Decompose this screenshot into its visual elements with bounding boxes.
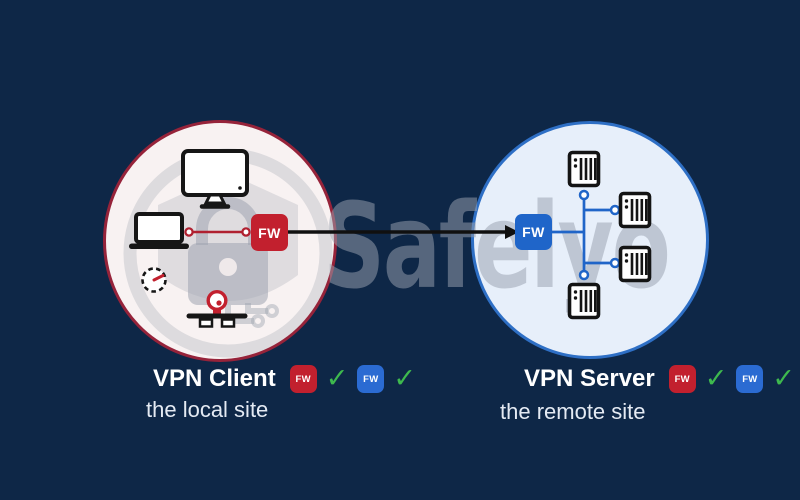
client-caption: VPN Client FW ✓ FW ✓ <box>153 364 416 394</box>
vpn-tunnel-arrow <box>288 225 519 239</box>
server-fw-badge-red: FW <box>668 365 696 393</box>
laptop-icon <box>129 212 189 249</box>
desktop-monitor-icon <box>181 149 249 209</box>
webcam-icon <box>186 290 248 328</box>
client-fw-badge-blue: FW <box>357 365 385 393</box>
client-firewall-box: FW <box>251 214 288 251</box>
client-site-subtitle: the local site <box>146 397 269 422</box>
check-icon: ✓ <box>393 363 416 394</box>
timer-icon <box>141 267 167 293</box>
check-icon: ✓ <box>325 363 349 394</box>
server-firewall-box: FW <box>515 214 552 250</box>
server-icon <box>567 150 601 188</box>
check-icon: ✓ <box>704 363 728 394</box>
server-caption: VPN Server FW ✓ FW ✓ <box>524 364 795 394</box>
server-fw-badge-blue: FW <box>736 365 764 393</box>
server-icon <box>567 282 601 320</box>
server-site-subtitle: the remote site <box>500 399 646 424</box>
server-icon <box>618 245 652 283</box>
check-icon: ✓ <box>772 363 795 394</box>
client-site-title: VPN Client <box>153 365 276 392</box>
client-fw-badge-red: FW <box>289 365 317 393</box>
server-site-title: VPN Server <box>524 365 655 392</box>
client-lan-link-line <box>184 227 251 237</box>
server-icon <box>618 191 652 229</box>
